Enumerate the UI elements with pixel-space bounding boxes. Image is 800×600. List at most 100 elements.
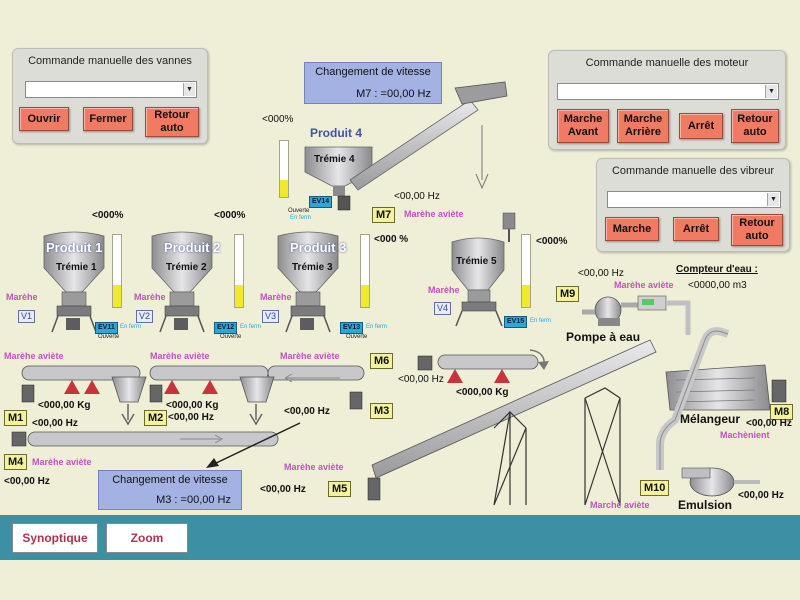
emulsion-label: Emulsion (678, 498, 733, 512)
valve-ev12-label[interactable]: EV12 (214, 322, 238, 334)
m8-frequency: <00,00 Hz (746, 418, 792, 429)
motor-select[interactable]: ▼ (557, 83, 779, 100)
chevron-down-icon[interactable]: ▼ (767, 193, 779, 206)
hopper-3-gauge (360, 234, 370, 308)
motor-m9-label[interactable]: M9 (556, 286, 580, 302)
motor-m3-label[interactable]: M3 (370, 403, 394, 419)
valves-panel-title: Commande manuelle des vannes (28, 55, 192, 67)
speed-change-m7[interactable]: Changement de vitesse M7 : =00,00 Hz (304, 62, 442, 104)
ev12-status: En ferm (240, 324, 262, 330)
tab-synoptique[interactable]: Synoptique (12, 523, 98, 553)
m10-status: Marchè aviète (590, 500, 650, 510)
motor-reverse-button[interactable]: Marche Arrière (617, 109, 669, 143)
valves-control-panel: Commande manuelle des vannes ▼ Ouvrir Fe… (12, 48, 208, 144)
speed-change-title: Changement de vitesse (112, 474, 228, 486)
valve-v3-label[interactable]: V3 (262, 310, 280, 323)
hopper-4-gauge-fill (280, 180, 288, 197)
chevron-down-icon[interactable]: ▼ (765, 85, 777, 98)
hopper-5-gauge (521, 234, 531, 308)
conveyor-m6-icon (437, 349, 549, 383)
close-valve-button[interactable]: Fermer (83, 107, 133, 131)
hopper-5-level: <000% (536, 236, 568, 247)
inclined-conveyor-m5-icon (371, 339, 657, 506)
hopper-3-gauge-fill (361, 285, 369, 307)
m6-weight: <000,00 Kg (456, 387, 509, 398)
vibrator-auto-button[interactable]: Retour auto (731, 214, 783, 246)
valve-ev11-label[interactable]: EV11 (95, 322, 118, 334)
water-pump-m9-icon (582, 295, 691, 335)
speed-change-value: M3 : =00,00 Hz (156, 494, 231, 506)
hopper-1-gauge (112, 234, 122, 308)
hopper-4-level: <000% (262, 114, 294, 125)
vibrator-start-button[interactable]: Marche (605, 217, 659, 241)
hopper-1-level: <000% (92, 210, 124, 221)
valve-v1-label[interactable]: V1 (18, 310, 36, 323)
valve-select[interactable]: ▼ (25, 81, 197, 98)
hopper-1-gauge-fill (113, 285, 121, 307)
vibrators-control-panel: Commande manuelle des vibreur ▼ Marche A… (596, 158, 790, 252)
motor-m1-label[interactable]: M1 (4, 410, 28, 426)
valve-v2-label[interactable]: V2 (136, 310, 154, 323)
motor-stop-button[interactable]: Arrêt (679, 113, 723, 139)
mixer-label: Mélangeur (680, 412, 741, 426)
motor-m8-label[interactable]: M8 (770, 404, 794, 420)
motor-m7-label[interactable]: M7 (372, 207, 396, 223)
m6-status: Marèhe aviète (280, 351, 340, 361)
m3-frequency: <00,00 Hz (284, 406, 330, 417)
process-diagram (11, 81, 787, 506)
ev14-sub: Ouverte (288, 208, 310, 214)
motor-m4-label[interactable]: M4 (4, 454, 28, 470)
m1-weight: <000,00 Kg (38, 400, 91, 411)
ev14-status: En ferm (290, 215, 312, 221)
hopper-3-status: Marèhe (260, 292, 292, 302)
motor-m10-label[interactable]: M10 (640, 480, 670, 496)
m2-status: Marèhe aviète (150, 351, 210, 361)
speed-change-value: M7 : =00,00 Hz (356, 88, 431, 100)
valve-auto-button[interactable]: Retour auto (145, 107, 199, 137)
m1-frequency: <00,00 Hz (32, 418, 78, 429)
m9-frequency: <00,00 Hz (578, 268, 624, 279)
hopper-1-status: Marèhe (6, 292, 38, 302)
motor-m5-label[interactable]: M5 (328, 481, 352, 497)
hopper-3-name: Trémie 3 (292, 262, 333, 273)
motors-panel-title: Commande manuelle des moteur (585, 57, 749, 69)
motor-m6-label[interactable]: M6 (370, 353, 394, 369)
hopper-1-icon (43, 231, 105, 333)
vibrator-stop-button[interactable]: Arrêt (673, 217, 719, 241)
m6-frequency: <00,00 Hz (398, 374, 444, 385)
hopper-4-product: Produit 4 (310, 126, 363, 140)
motor-m2-label[interactable]: M2 (144, 410, 168, 426)
hopper-2-status: Marèhe (134, 292, 166, 302)
conveyor-m3-icon (267, 365, 365, 383)
motor-forward-button[interactable]: Marche Avant (557, 109, 609, 143)
valve-v4-label[interactable]: V4 (434, 302, 452, 315)
m8-status: Machènient (720, 430, 770, 440)
hopper-1-product: Produit 1 (46, 240, 103, 255)
vibrator-select[interactable]: ▼ (607, 191, 781, 208)
hopper-3-level: <000 % (374, 234, 409, 245)
ev15-status: En ferm (530, 318, 552, 324)
hopper-3-icon (277, 231, 339, 333)
valve-ev13-label[interactable]: EV13 (340, 322, 364, 334)
water-pump-label: Pompe à eau (566, 330, 641, 344)
valve-ev14-label[interactable]: EV14 (309, 196, 333, 208)
motor-icon (11, 355, 787, 501)
valve-ev15-label[interactable]: EV15 (504, 316, 528, 328)
m4-status: Marèhe aviète (32, 457, 92, 467)
motor-auto-button[interactable]: Retour auto (731, 109, 779, 143)
hopper-2-icon (151, 231, 213, 333)
hopper-2-gauge-fill (235, 285, 243, 307)
hopper-2-product: Produit 2 (164, 240, 221, 255)
water-counter-value: <0000,00 m3 (688, 280, 747, 291)
hopper-2-name: Trémie 2 (166, 262, 207, 273)
speed-change-m3[interactable]: Changement de vitesse M3 : =00,00 Hz (98, 470, 242, 510)
ev13-sub: Ouverte (346, 334, 368, 340)
chevron-down-icon[interactable]: ▼ (183, 83, 195, 96)
vibrators-panel-title: Commande manuelle des vibreur (611, 165, 775, 177)
open-valve-button[interactable]: Ouvrir (19, 107, 69, 131)
weigh-bucket-icon (111, 376, 275, 426)
m5-status: Marèhe aviète (284, 462, 344, 472)
tab-zoom[interactable]: Zoom (106, 523, 188, 553)
m1-status: Marèhe aviète (4, 351, 64, 361)
